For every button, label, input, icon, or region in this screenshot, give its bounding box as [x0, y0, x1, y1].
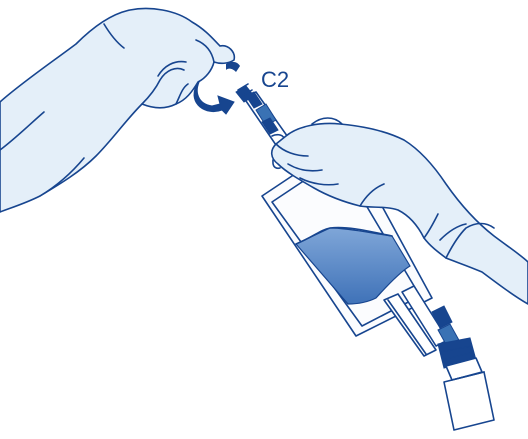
vial — [438, 338, 494, 430]
left-gloved-hand — [0, 9, 234, 213]
step-label: C2 — [261, 67, 289, 92]
